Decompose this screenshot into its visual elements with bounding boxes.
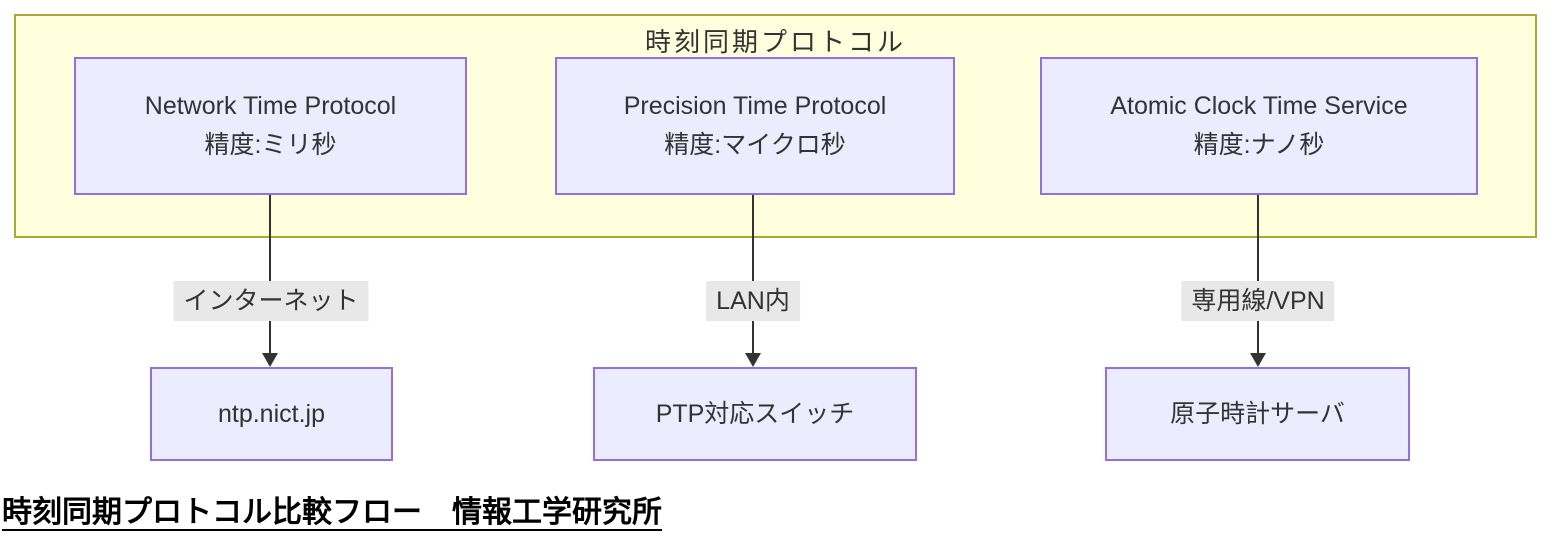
node-network-time-protocol: Network Time Protocol 精度:ミリ秒 — [74, 57, 467, 195]
arrowhead-icon — [745, 353, 761, 367]
edge-label-internet: インターネット — [173, 281, 369, 321]
node-atomic-clock-time-service: Atomic Clock Time Service 精度:ナノ秒 — [1040, 57, 1478, 195]
node-title: PTP対応スイッチ — [655, 399, 855, 428]
cluster-title: 時刻同期プロトコル — [644, 27, 906, 57]
edge-label-leased-line-vpn: 専用線/VPN — [1181, 281, 1335, 321]
edge-line-ntp — [269, 195, 271, 353]
edge-line-ptp — [752, 195, 754, 353]
node-accuracy: 精度:ミリ秒 — [204, 131, 337, 159]
node-title: Atomic Clock Time Service — [1110, 92, 1408, 120]
arrowhead-icon — [262, 353, 278, 367]
node-title: Precision Time Protocol — [623, 92, 887, 120]
node-title: ntp.nict.jp — [217, 399, 325, 428]
node-ptp-switch: PTP対応スイッチ — [593, 367, 917, 461]
arrowhead-icon — [1250, 353, 1266, 367]
node-accuracy: 精度:マイクロ秒 — [664, 131, 846, 159]
node-accuracy: 精度:ナノ秒 — [1193, 131, 1325, 159]
node-atomic-clock-server: 原子時計サーバ — [1105, 367, 1410, 461]
diagram-caption: 時刻同期プロトコル比較フロー 情報工学研究所 — [2, 496, 662, 529]
edge-label-lan: LAN内 — [706, 281, 800, 321]
node-title: Network Time Protocol — [144, 92, 397, 120]
node-ntp-nict-jp: ntp.nict.jp — [150, 367, 393, 461]
node-title: 原子時計サーバ — [1170, 399, 1345, 428]
node-precision-time-protocol: Precision Time Protocol 精度:マイクロ秒 — [555, 57, 955, 195]
edge-line-atomic — [1257, 195, 1259, 353]
